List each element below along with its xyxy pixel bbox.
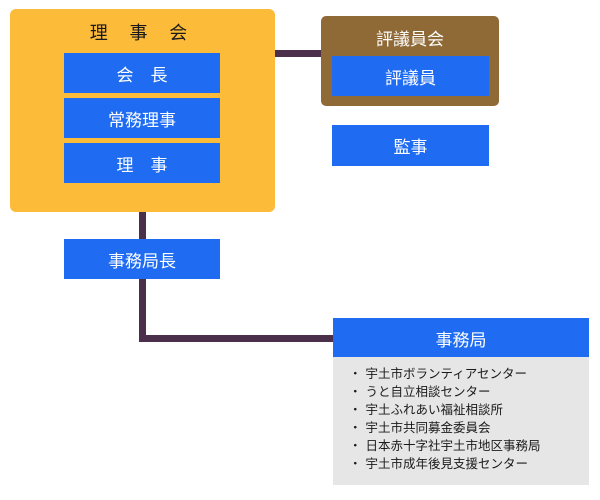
connector-rijikai-hyogiinkai	[275, 50, 323, 57]
connector-to-jimukyoku	[139, 335, 335, 342]
list-item-label: 宇土ふれあい福祉相談所	[365, 402, 504, 417]
list-item: ・うと自立相談センター	[349, 383, 589, 401]
list-item: ・日本赤十字社宇土市地区事務局	[349, 437, 589, 455]
bullet: ・	[349, 366, 362, 381]
list-item: ・宇土市成年後見支援センター	[349, 455, 589, 473]
rijikai-title: 理 事 会	[89, 23, 196, 44]
bullet: ・	[349, 438, 362, 453]
bullet: ・	[349, 402, 362, 417]
list-item-label: 宇土市ボランティアセンター	[365, 366, 528, 381]
jimukyoku-box: 事務局	[333, 318, 589, 358]
bullet: ・	[349, 384, 362, 399]
rijikai-member-riji: 理 事	[64, 143, 220, 183]
list-item-label: 宇土市共同募金委員会	[365, 420, 491, 435]
list-item-label: うと自立相談センター	[365, 384, 491, 399]
connector-rijikai-jimukyokucho	[139, 210, 146, 240]
bullet: ・	[349, 420, 362, 435]
jimukyokucho-box: 事務局長	[64, 239, 220, 279]
kanji-box: 監事	[332, 125, 489, 166]
rijikai-member-kaicho: 会 長	[64, 53, 220, 93]
connector-jimukyokucho-down	[139, 278, 146, 342]
jimukyoku-list-panel: ・宇土市ボランティアセンター ・うと自立相談センター ・宇土ふれあい福祉相談所 …	[333, 357, 589, 485]
bullet: ・	[349, 456, 362, 471]
hyogiinkai-title: 評議員会	[376, 30, 444, 50]
hyogiin-box: 評議員	[332, 56, 489, 96]
list-item-label: 宇土市成年後見支援センター	[365, 456, 529, 471]
list-item: ・宇土市ボランティアセンター	[349, 365, 589, 383]
rijikai-member-jomu-riji: 常務理事	[64, 98, 220, 138]
list-item: ・宇土ふれあい福祉相談所	[349, 401, 589, 419]
list-item: ・宇土市共同募金委員会	[349, 419, 589, 437]
list-item-label: 日本赤十字社宇土市地区事務局	[365, 438, 541, 453]
